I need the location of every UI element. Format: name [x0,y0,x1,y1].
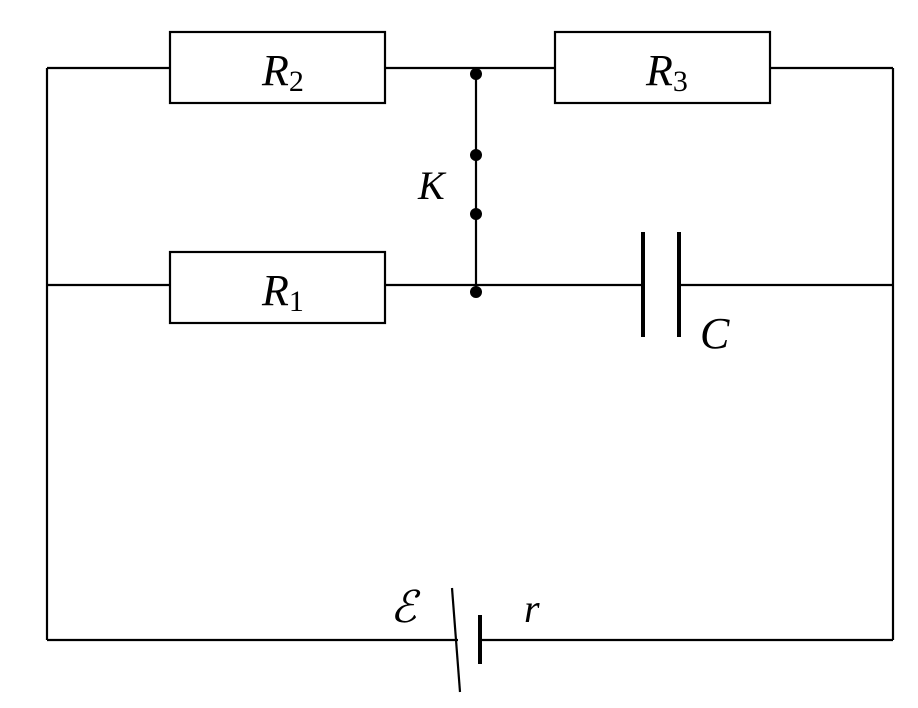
resistor-r1-symbol: R [261,266,289,315]
resistor-r1-index: 1 [289,285,304,318]
resistor-r2-body [168,30,387,105]
resistor-r1-body [168,250,387,325]
junction-middle [470,286,482,298]
switch-contact-lower [470,208,482,220]
resistor-r3-index: 3 [673,65,688,98]
battery-internal-resistance-label: r [524,586,540,631]
battery-emf-label: ℰ [390,583,421,632]
switch-label: K [417,163,447,208]
resistor-r2: R2 [168,30,387,105]
resistor-r3: R3 [553,30,772,105]
resistor-r2-symbol: R [261,46,289,95]
svg-text:R3: R3 [645,46,688,98]
resistor-r3-body [553,30,772,105]
junction-top [470,68,482,80]
capacitor: C [641,232,730,358]
battery-plate-long [450,587,462,693]
resistor-r2-index: 2 [289,65,304,98]
switch-contact-upper [470,149,482,161]
svg-text:R1: R1 [261,266,304,318]
capacitor-label: C [700,309,730,358]
svg-text:R2: R2 [261,46,304,98]
resistor-r3-symbol: R [645,46,673,95]
resistor-r1: R1 [168,250,387,325]
battery: ℰ r [390,583,540,693]
